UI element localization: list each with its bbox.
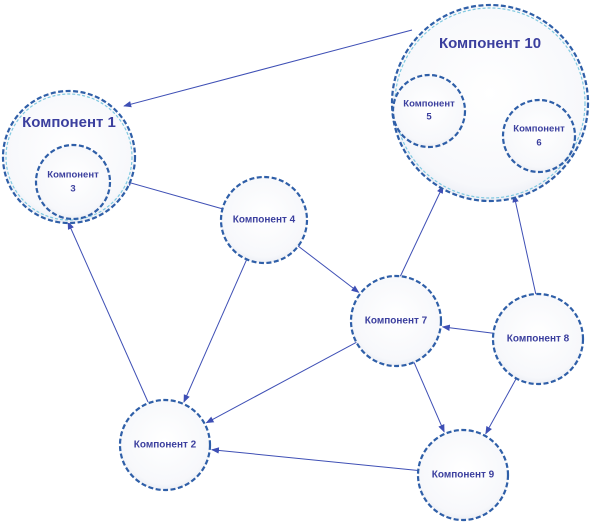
node-circle-3 bbox=[34, 143, 112, 221]
node-label-6-line1: Компонент bbox=[513, 124, 565, 135]
node-circle-5 bbox=[391, 73, 467, 149]
node-label-2: Компонент 2 bbox=[134, 440, 197, 451]
edge-c4-to-c1 bbox=[123, 179, 224, 210]
node-component-3[interactable]: Компонент 3 bbox=[34, 143, 112, 221]
edge-c10-to-c1 bbox=[123, 29, 413, 108]
node-component-9[interactable]: Компонент 9 bbox=[416, 428, 510, 522]
node-circle-4 bbox=[219, 175, 309, 265]
edge-c8-to-c7 bbox=[441, 324, 494, 334]
edge-c8-to-c10 bbox=[512, 194, 537, 296]
node-label-10: Компонент 10 bbox=[439, 35, 541, 52]
node-component-7[interactable]: Компонент 7 bbox=[349, 274, 443, 368]
node-label-5-line1: Компонент bbox=[403, 99, 455, 110]
node-ring-1 bbox=[5, 93, 133, 221]
node-label-4: Компонент 4 bbox=[233, 215, 296, 226]
node-component-2[interactable]: Компонент 2 bbox=[118, 398, 212, 492]
node-label-9: Компонент 9 bbox=[432, 470, 495, 481]
node-label-8: Компонент 8 bbox=[507, 334, 570, 345]
node-circle-6 bbox=[501, 98, 577, 174]
edge-c4-to-c7 bbox=[297, 245, 360, 293]
node-label-6-line2: 6 bbox=[536, 138, 541, 149]
edge-c7-to-c9 bbox=[413, 362, 445, 433]
edge-c8-to-c9 bbox=[485, 378, 517, 435]
node-component-4[interactable]: Компонент 4 bbox=[219, 175, 309, 265]
edge-c4-to-c2 bbox=[183, 259, 248, 403]
node-label-7: Компонент 7 bbox=[365, 316, 428, 327]
edge-c7-to-c2 bbox=[205, 341, 357, 424]
node-circle-9 bbox=[416, 428, 510, 522]
node-component-8[interactable]: Компонент 8 bbox=[491, 292, 585, 386]
node-label-5-line2: 5 bbox=[426, 112, 432, 123]
edge-c7-to-c10 bbox=[399, 185, 444, 278]
node-label-3-line1: Компонент bbox=[47, 170, 99, 181]
node-circle-8 bbox=[491, 292, 585, 386]
edge-c2-to-c1 bbox=[67, 221, 149, 403]
node-component-6[interactable]: Компонент 6 bbox=[501, 98, 577, 174]
edges-layer bbox=[67, 29, 537, 471]
node-label-1: Компонент 1 bbox=[22, 114, 116, 131]
node-label-3-line2: 3 bbox=[70, 184, 75, 195]
node-component-5[interactable]: Компонент 5 bbox=[391, 73, 467, 149]
node-circle-2 bbox=[118, 398, 212, 492]
edge-c9-to-c2 bbox=[211, 447, 419, 471]
node-circle-7 bbox=[349, 274, 443, 368]
